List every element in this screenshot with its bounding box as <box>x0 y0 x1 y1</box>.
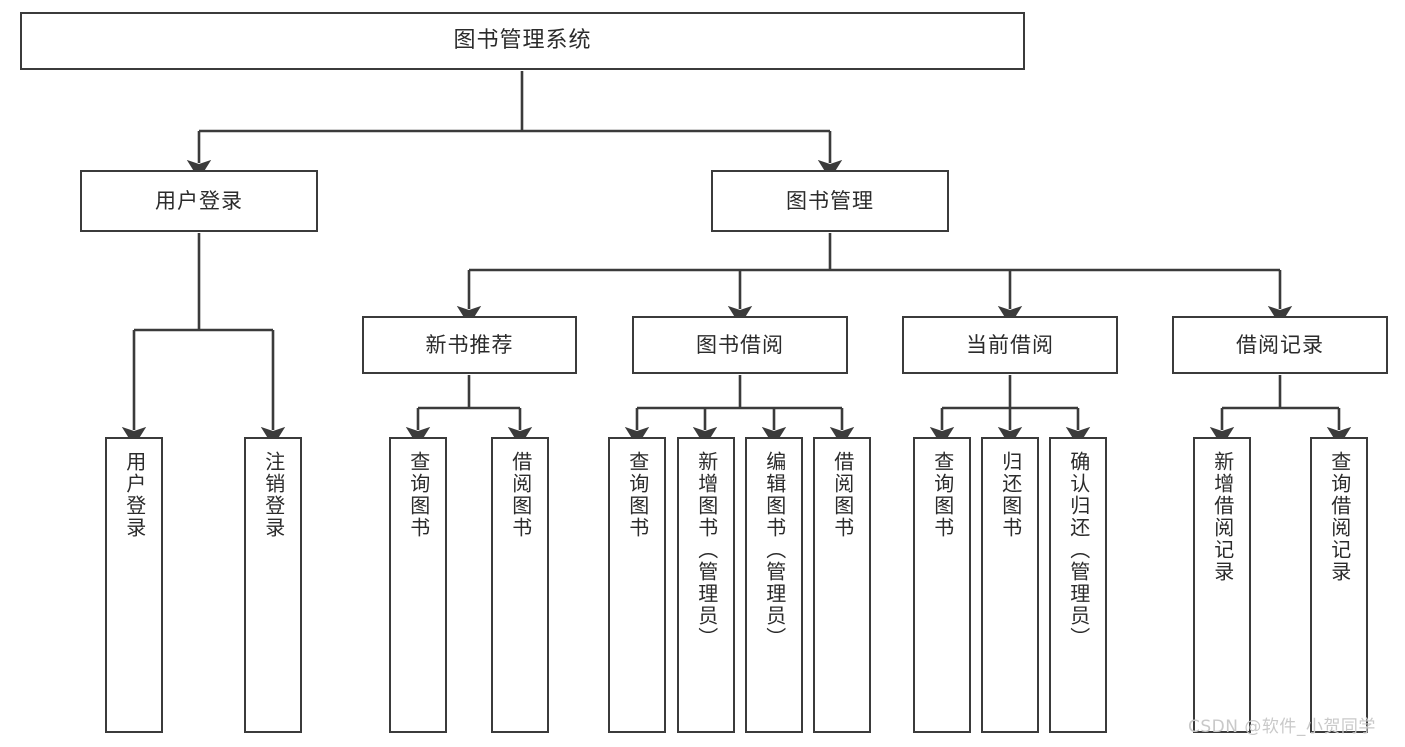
node-current-borrowing[interactable]: 当前借阅 <box>902 316 1118 374</box>
leaf-query-book-current[interactable]: 查询图书 <box>913 437 971 733</box>
leaf-edit-book-admin[interactable]: 编辑图书（管理员） <box>745 437 803 733</box>
node-label: 查询借阅记录 <box>1327 451 1352 583</box>
node-book-borrowing[interactable]: 图书借阅 <box>632 316 848 374</box>
node-label: 编辑图书（管理员） <box>762 451 787 649</box>
leaf-borrow-book[interactable]: 借阅图书 <box>813 437 871 733</box>
node-label: 用户登录 <box>155 188 243 213</box>
node-label: 注销登录 <box>261 451 286 539</box>
leaf-add-borrow-record[interactable]: 新增借阅记录 <box>1193 437 1251 733</box>
node-label: 借阅图书 <box>830 451 855 539</box>
node-label: 新书推荐 <box>425 332 514 357</box>
node-label: 用户登录 <box>122 451 147 539</box>
node-label: 新增图书（管理员） <box>694 451 719 649</box>
node-label: 归还图书 <box>998 451 1023 539</box>
csdn-watermark: CSDN @软件_小贺同学 <box>1188 717 1376 737</box>
leaf-query-borrow-record[interactable]: 查询借阅记录 <box>1310 437 1368 733</box>
node-label: 查询图书 <box>625 451 650 539</box>
node-label: 确认归还（管理员） <box>1066 451 1091 649</box>
leaf-user-login[interactable]: 用户登录 <box>105 437 163 733</box>
leaf-query-book-recommend[interactable]: 查询图书 <box>389 437 447 733</box>
leaf-borrow-book-recommend[interactable]: 借阅图书 <box>491 437 549 733</box>
leaf-query-book-borrowing[interactable]: 查询图书 <box>608 437 666 733</box>
node-label: 图书管理 <box>786 188 874 213</box>
node-borrow-records[interactable]: 借阅记录 <box>1172 316 1388 374</box>
node-label: 当前借阅 <box>966 332 1054 357</box>
node-user-login[interactable]: 用户登录 <box>80 170 318 232</box>
node-label: 借阅图书 <box>508 451 533 539</box>
leaf-logout[interactable]: 注销登录 <box>244 437 302 733</box>
node-book-management[interactable]: 图书管理 <box>711 170 949 232</box>
node-new-book-recommendation[interactable]: 新书推荐 <box>362 316 577 374</box>
node-label: 新增借阅记录 <box>1210 451 1235 583</box>
leaf-confirm-return-admin[interactable]: 确认归还（管理员） <box>1049 437 1107 733</box>
node-label: 图书管理系统 <box>453 28 592 54</box>
node-label: 查询图书 <box>406 451 431 539</box>
leaf-add-book-admin[interactable]: 新增图书（管理员） <box>677 437 735 733</box>
node-root-system[interactable]: 图书管理系统 <box>20 12 1025 70</box>
node-label: 图书借阅 <box>696 332 784 357</box>
leaf-return-book[interactable]: 归还图书 <box>981 437 1039 733</box>
node-label: 借阅记录 <box>1236 332 1324 357</box>
node-label: 查询图书 <box>930 451 955 539</box>
